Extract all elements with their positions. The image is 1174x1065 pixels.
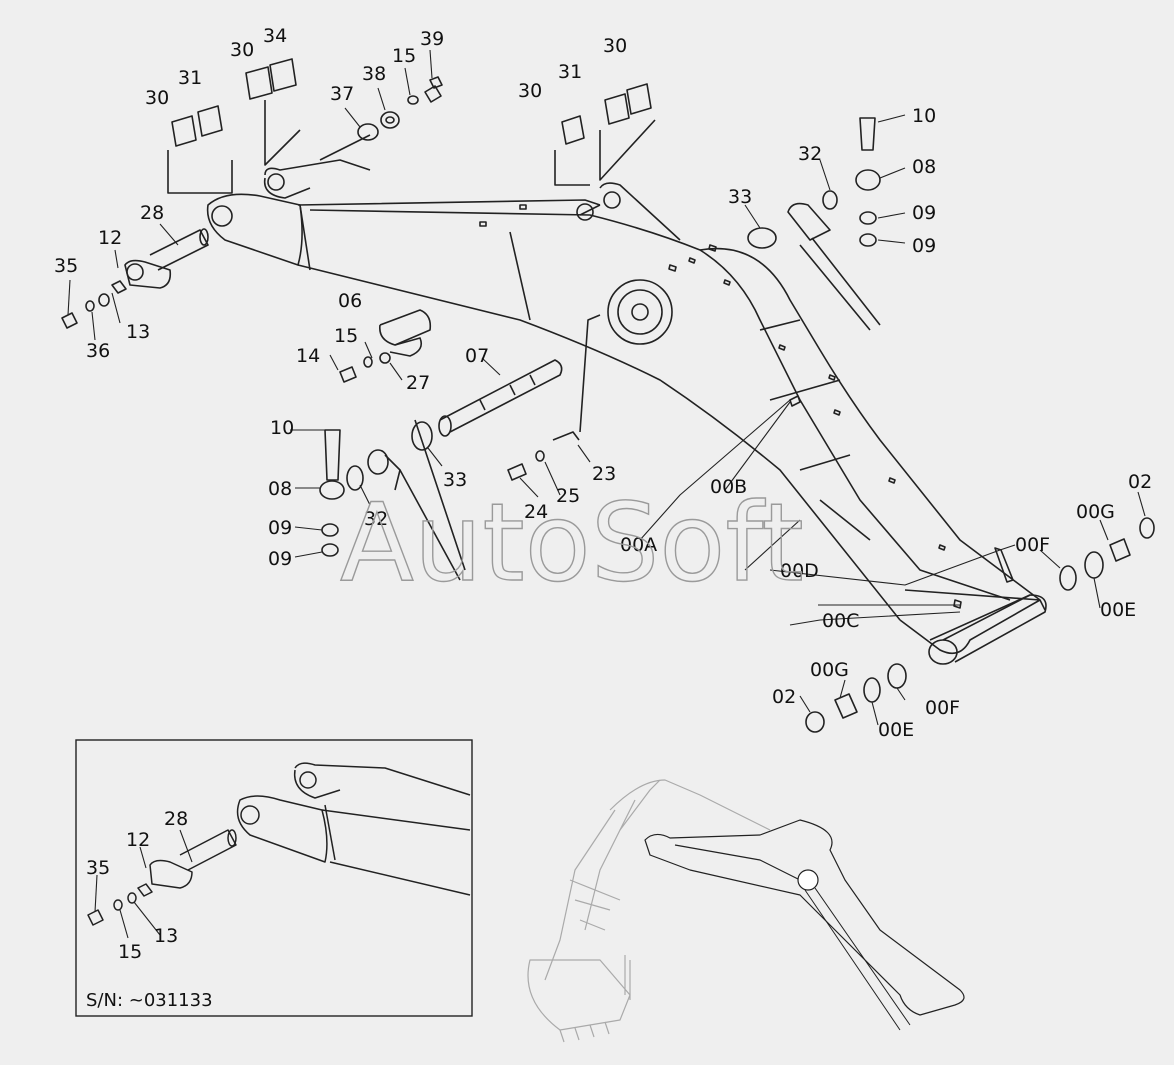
label-15: 15	[392, 45, 416, 67]
label-36: 36	[86, 340, 110, 362]
shim-plates	[167, 58, 656, 194]
leader-lines	[67, 49, 1146, 726]
label-00G: 00G	[1076, 501, 1115, 523]
label-35: 35	[86, 857, 110, 879]
label-02: 02	[772, 686, 796, 708]
label-39: 39	[420, 28, 444, 50]
label-13: 13	[126, 321, 150, 343]
label-33: 33	[443, 469, 467, 491]
label-32: 32	[364, 508, 388, 530]
label-00F: 00F	[1015, 534, 1050, 556]
label-08: 08	[912, 156, 936, 178]
label-32: 32	[798, 143, 822, 165]
label-00D: 00D	[780, 560, 819, 582]
label-34: 34	[263, 25, 287, 47]
label-28: 28	[140, 202, 164, 224]
label-28: 28	[164, 808, 188, 830]
label-14: 14	[296, 345, 320, 367]
excavator-overview	[527, 779, 965, 1043]
label-10: 10	[912, 105, 936, 127]
label-30: 30	[603, 35, 627, 57]
label-02: 02	[1128, 471, 1152, 493]
label-09: 09	[912, 235, 936, 257]
inset-serial-variant: 28 12 35 15 13 S/N: ~031133	[75, 739, 473, 1017]
label-15: 15	[334, 325, 358, 347]
label-09: 09	[912, 202, 936, 224]
label-07: 07	[465, 345, 489, 367]
label-23: 23	[592, 463, 616, 485]
top-pin-hardware	[319, 76, 443, 161]
watermark: AutoSoft	[340, 481, 804, 606]
label-06: 06	[338, 290, 362, 312]
serial-number-note: S/N: ~031133	[86, 990, 213, 1011]
label-30: 30	[230, 39, 254, 61]
label-00C: 00C	[822, 610, 859, 632]
label-38: 38	[362, 63, 386, 85]
label-09: 09	[268, 517, 292, 539]
label-31: 31	[178, 67, 202, 89]
label-31: 31	[558, 61, 582, 83]
label-12: 12	[126, 829, 150, 851]
label-09: 09	[268, 548, 292, 570]
label-10: 10	[270, 417, 294, 439]
label-30: 30	[145, 87, 169, 109]
label-00E: 00E	[1100, 599, 1136, 621]
foot-pin-assembly	[61, 228, 209, 329]
label-15: 15	[118, 941, 142, 963]
boom-body	[206, 159, 1047, 665]
label-24: 24	[524, 501, 548, 523]
label-35: 35	[54, 255, 78, 277]
center-pins	[319, 309, 601, 581]
label-30: 30	[518, 80, 542, 102]
label-00F: 00F	[925, 697, 960, 719]
label-33: 33	[728, 186, 752, 208]
label-00B: 00B	[710, 476, 747, 498]
label-08: 08	[268, 478, 292, 500]
cylinder-hardware	[747, 117, 881, 331]
label-00A: 00A	[620, 534, 657, 556]
label-00E: 00E	[878, 719, 914, 741]
label-00G: 00G	[810, 659, 849, 681]
label-12: 12	[98, 227, 122, 249]
label-25: 25	[556, 485, 580, 507]
label-27: 27	[406, 372, 430, 394]
label-37: 37	[330, 83, 354, 105]
part-labels: 30 31 30 34 37 38 15 39 30 31 30 10 32 0…	[54, 25, 1152, 741]
label-13: 13	[154, 925, 178, 947]
